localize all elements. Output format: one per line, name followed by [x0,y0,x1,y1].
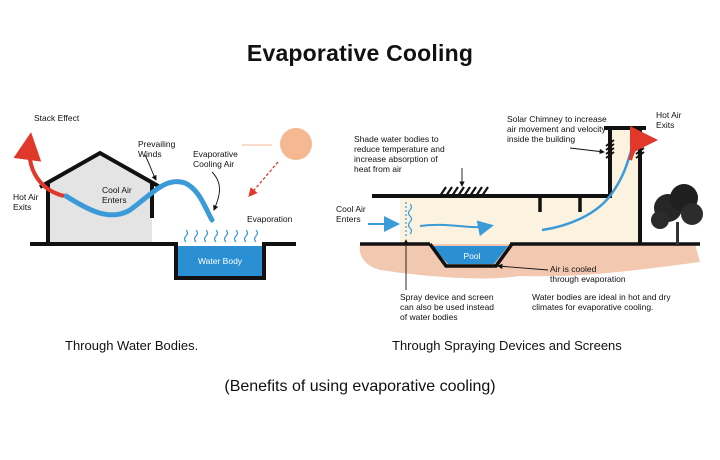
air-cooled-note-2: through evaporation [550,274,626,284]
cool-air-enters-label-2: Enters [102,195,127,205]
right-diagram: Pool Shade water bodies to reduce temper… [336,110,703,322]
interior-air-flow-2 [541,147,634,232]
cool-air-flow [63,179,215,223]
pool [432,246,508,264]
water-bodies-note-1: Water bodies are ideal in hot and dry [532,292,671,302]
shade-hatching [439,186,489,197]
interior-air-flow-1 [419,220,494,237]
right-caption: Through Spraying Devices and Screens [392,338,622,353]
spray-note-1: Spray device and screen [400,292,494,302]
house-roof [39,150,161,189]
left-caption: Through Water Bodies. [65,338,199,353]
left-diagram: Water Body Stack Effect Hot Air Exits Co… [13,113,312,280]
cool-air-enters-right-1: Cool Air [336,204,366,214]
spray-note-2: can also be used instead [400,302,494,312]
ground-earth [359,244,700,279]
hot-air-exit-arrow [13,132,65,198]
prevailing-winds-label-1: Prevailing [138,139,176,149]
evaporative-cooling-air-label-1: Evaporative [193,149,238,159]
sun-ray-arrow [248,161,279,197]
evaporation-waves [183,229,259,243]
stack-effect-label: Stack Effect [34,113,80,123]
evaporation-label: Evaporation [247,214,293,224]
evaporative-cooling-air-label-2: Cooling Air [193,159,234,169]
shade-note-3: increase absorption of [354,154,438,164]
prevailing-winds-label-2: Winds [138,149,162,159]
diagram-title: Evaporative Cooling [246,40,474,66]
solar-chimney-note-2: air movement and velocity [507,124,606,134]
water-body [178,246,262,276]
building-interior [400,196,640,244]
water-body-label: Water Body [198,256,243,266]
pool-label: Pool [463,251,480,261]
cool-air-enters-right-2: Enters [336,214,361,224]
cool-air-enters-label-1: Cool Air [102,185,132,195]
hot-air-exits-right-2: Exits [656,120,674,130]
house-body [48,153,152,243]
hot-air-exits-label-1: Hot Air [13,192,39,202]
solar-chimney-note-3: inside the building [507,134,575,144]
tree-icon [651,184,703,246]
shade-note-4: heat from air [354,164,402,174]
hot-air-exits-right-1: Hot Air [656,110,682,120]
hot-air-exits-label-2: Exits [13,202,31,212]
sun-icon [280,128,312,160]
hot-air-exit-arrow-right [628,126,658,161]
spray-screen [405,202,413,236]
water-bodies-note-2: climates for evaporative cooling. [532,302,653,312]
spray-note-3: of water bodies [400,312,458,322]
shade-note-2: reduce temperature and [354,144,445,154]
shade-note-1: Shade water bodies to [354,134,439,144]
diagram-subtitle: (Benefits of using evaporative cooling) [224,378,496,395]
solar-chimney-note-1: Solar Chimney to increase [507,114,607,124]
air-cooled-note-1: Air is cooled [550,264,597,274]
